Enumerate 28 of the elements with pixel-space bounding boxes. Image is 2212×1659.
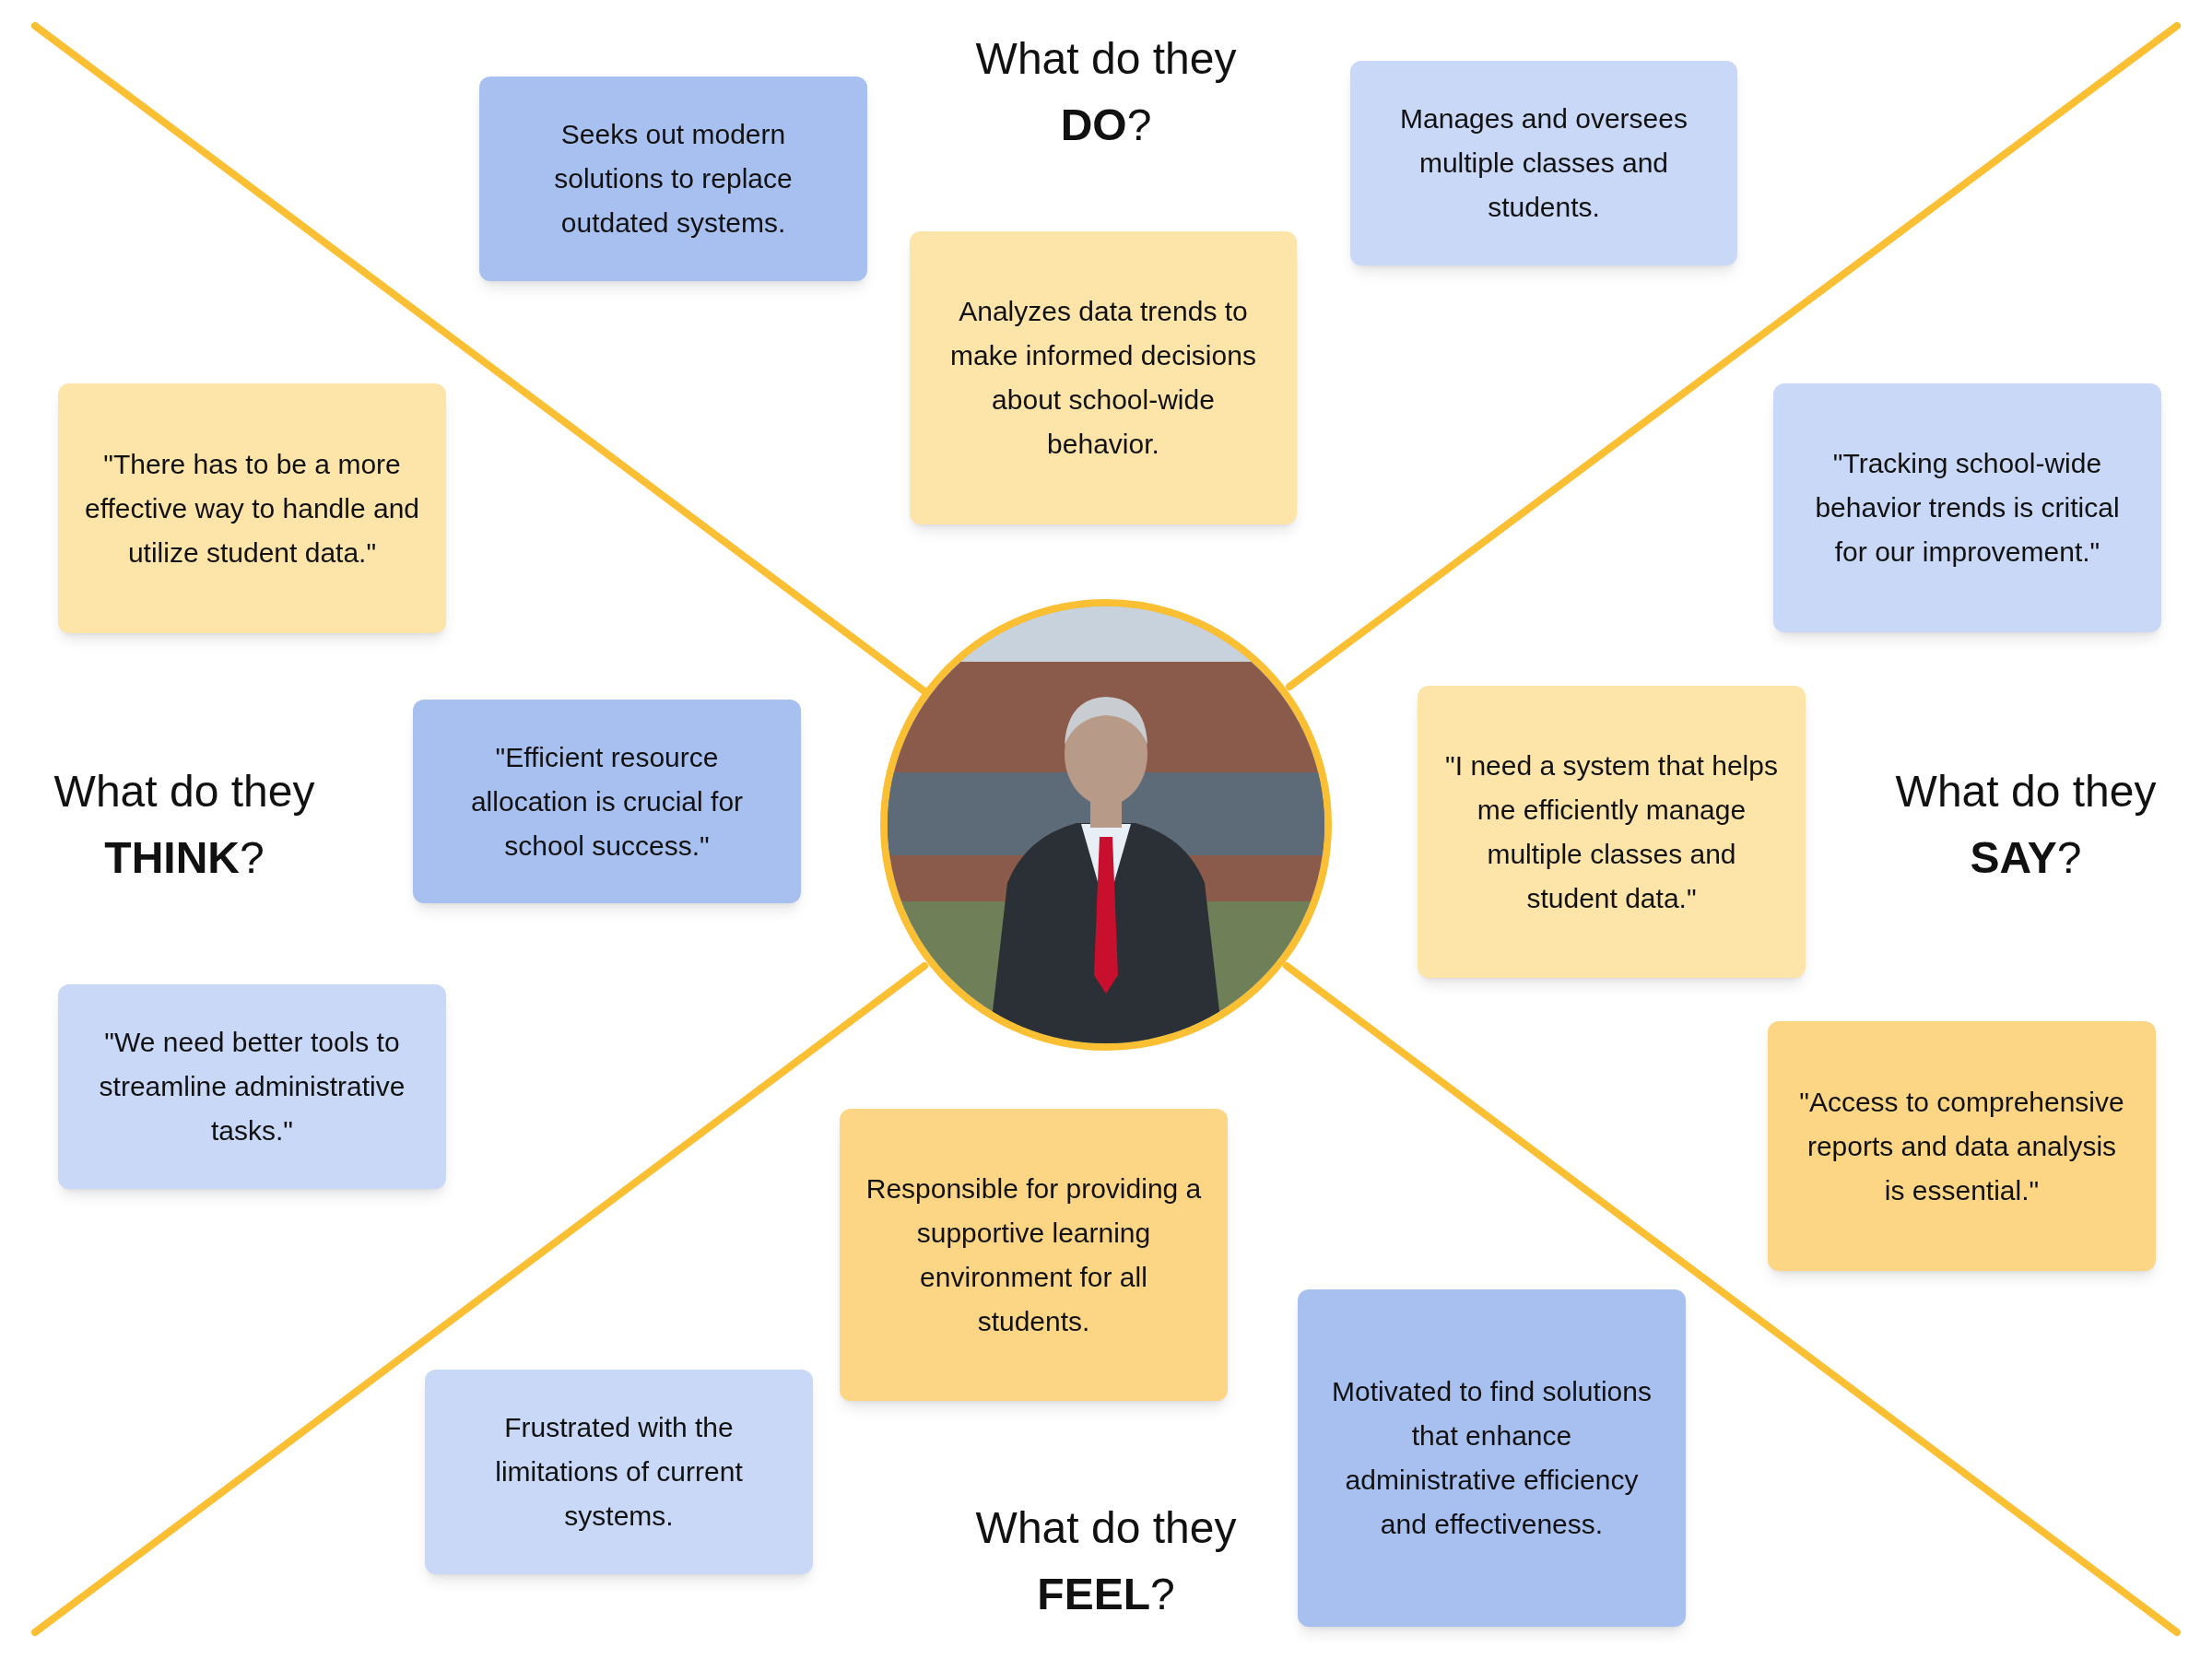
- quadrant-heading: What do they DO?: [974, 33, 1238, 151]
- sticky-note: [1418, 686, 1806, 978]
- note-text: "There has to be a more effective way to handle and utilize student data.": [84, 447, 420, 570]
- sticky-note: [479, 76, 867, 281]
- sticky-note: [425, 1370, 813, 1574]
- sticky-note: [910, 231, 1297, 524]
- sticky-note: [1768, 1021, 2156, 1271]
- note-text: "I need a system that helps me efficiently manage multiple classes and student data.": [1444, 748, 1779, 915]
- sticky-note: [840, 1109, 1228, 1401]
- sticky-note: [1773, 383, 2161, 632]
- note-text: "Tracking school-wide behavior trends is critical for our improvement.": [1814, 447, 2121, 569]
- note-text: Analyzes data trends to make informed decisions about school-wide behavior.: [949, 295, 1257, 461]
- sticky-note: [413, 700, 801, 903]
- note-text: Frustrated with the limitations of current systems.: [494, 1411, 744, 1533]
- sticky-note: [1350, 61, 1737, 265]
- note-text: Motivated to find solutions that enhance administrative efficiency and effectiveness.: [1331, 1375, 1653, 1541]
- note-text: Manages and oversees multiple classes and students.: [1399, 102, 1688, 224]
- note-text: "Efficient resource allocation is crucial for school success.": [469, 740, 745, 863]
- note-text: Seeks out modern solutions to replace outdated systems.: [553, 118, 794, 240]
- sticky-note: [1298, 1289, 1686, 1627]
- quadrant-heading: What do they FEEL?: [974, 1502, 1238, 1620]
- note-text: Responsible for providing a supportive learning environment for all students.: [865, 1171, 1202, 1338]
- sticky-note: [58, 383, 446, 633]
- note-text: "Access to comprehensive reports and data analysis is essential.": [1798, 1085, 2125, 1207]
- quadrant-heading: What do they SAY?: [1894, 766, 2158, 884]
- note-text: "We need better tools to streamline administrative tasks.": [98, 1026, 406, 1147]
- sticky-note: [58, 984, 446, 1189]
- quadrant-heading: What do they THINK?: [53, 766, 316, 884]
